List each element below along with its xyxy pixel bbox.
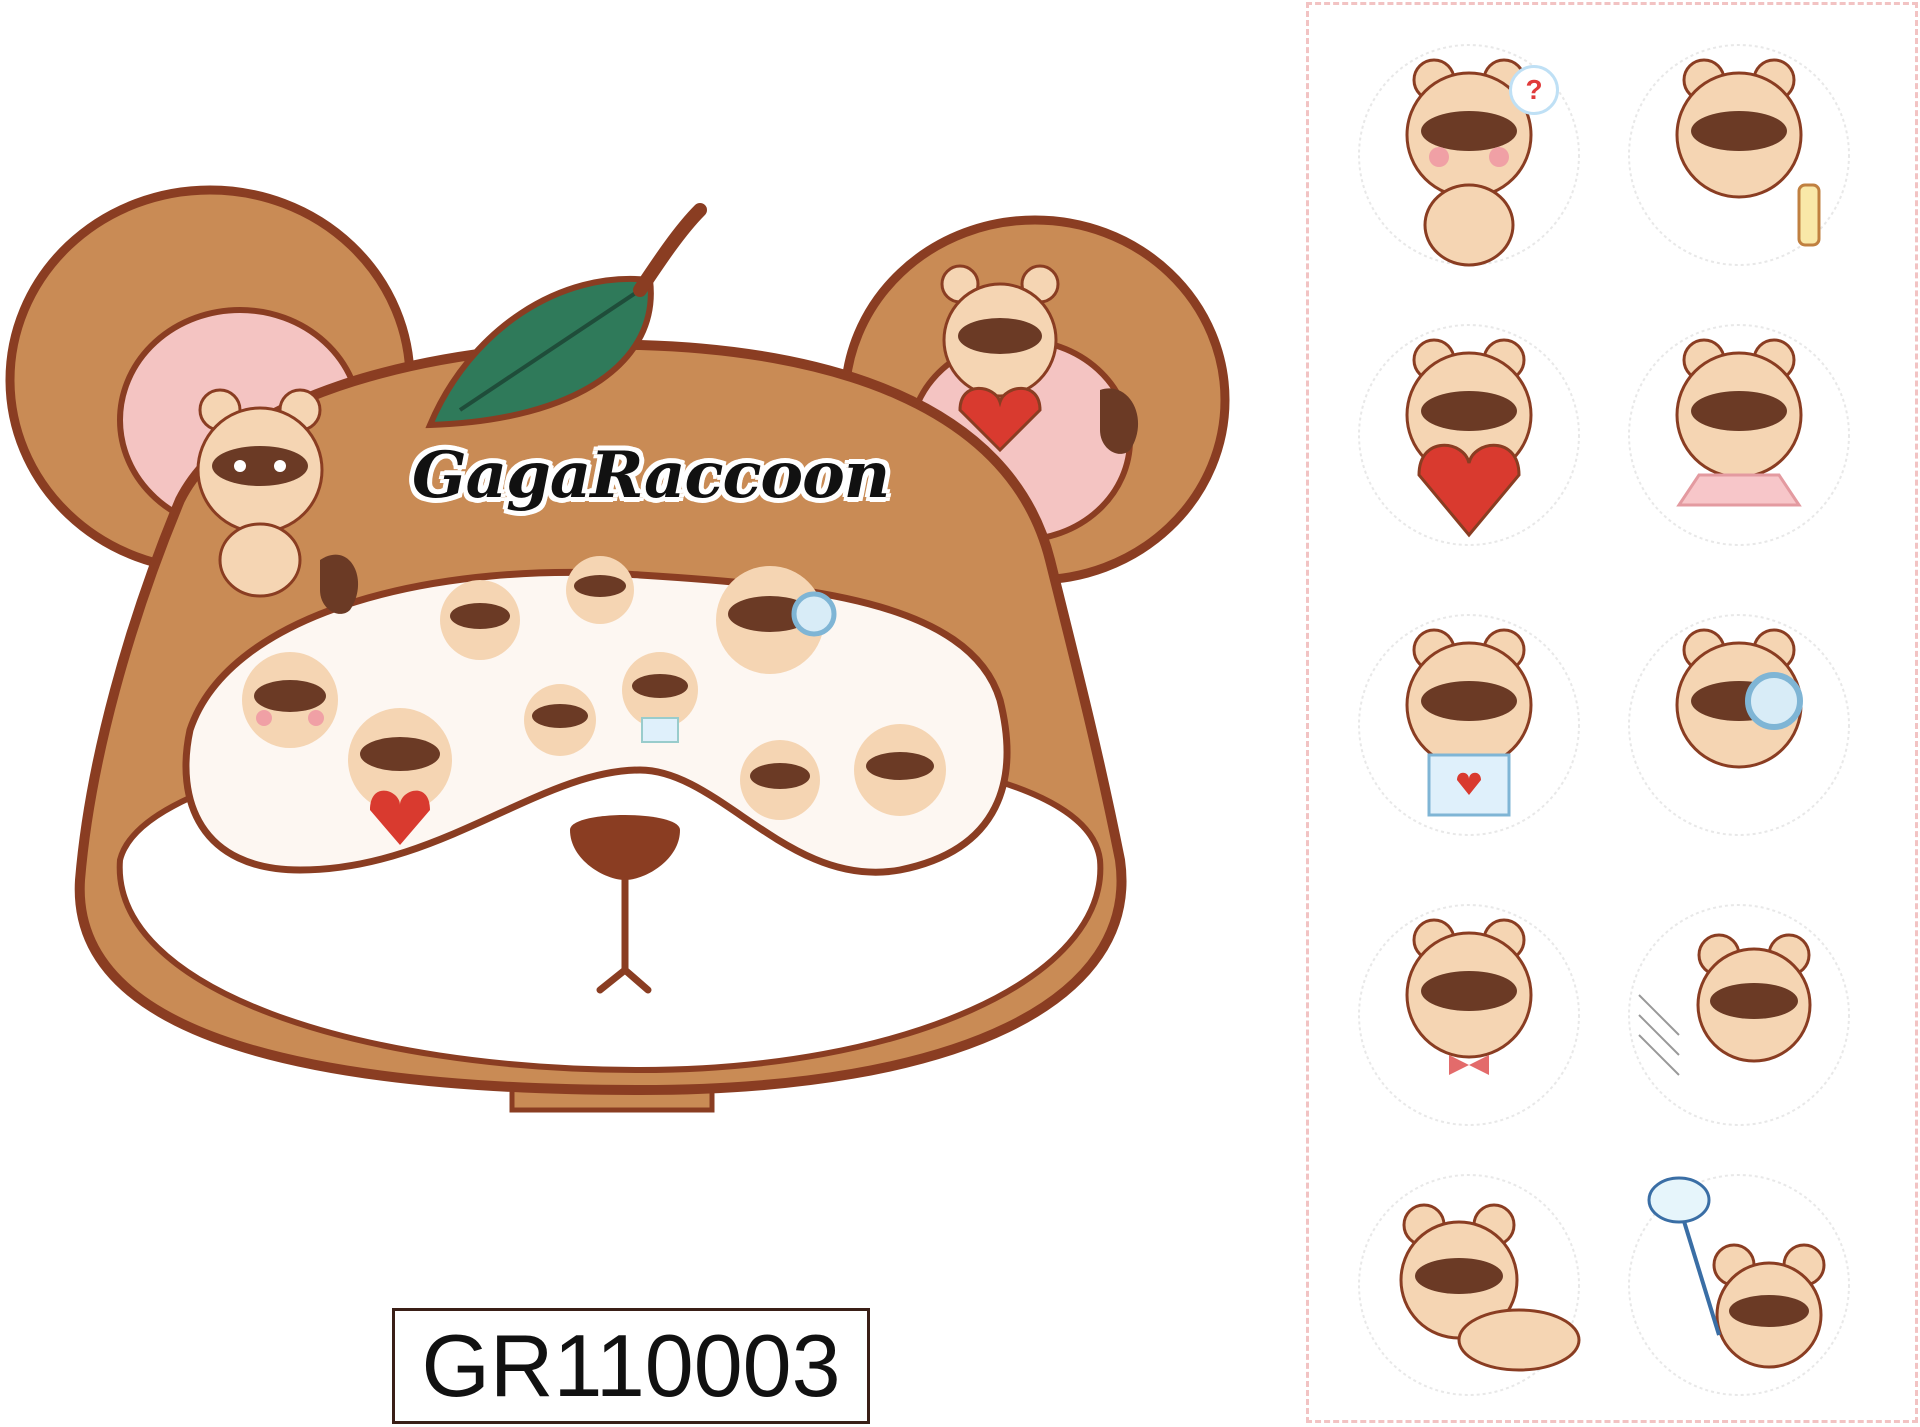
brand-logo: GagaRaccoon — [412, 438, 890, 513]
sticker-collage — [242, 556, 946, 845]
sticker-winking-bow — [1349, 895, 1589, 1135]
leaf — [425, 203, 707, 429]
sticker-lying-down — [1349, 1165, 1589, 1405]
left-raccoon-character — [196, 388, 359, 614]
sticker-holding-heart — [1349, 315, 1589, 555]
raccoon-sleep-mask-illustration — [5, 185, 1230, 1113]
question-bubble: ? — [1509, 65, 1559, 115]
sticker-butterfly-net — [1619, 1165, 1859, 1405]
product-code: GR110003 — [421, 1316, 841, 1415]
nose — [570, 815, 680, 880]
product-code-box: GR110003 — [392, 1308, 870, 1424]
mouth — [596, 876, 652, 994]
sleep-mask-display: GagaRaccoon GR110003 — [5, 185, 1230, 1424]
right-raccoon-character — [940, 264, 1139, 454]
sticker-sheet: ? — [1306, 2, 1918, 1423]
sticker-dashing — [1619, 895, 1859, 1135]
sticker-holding-letter — [1349, 605, 1589, 845]
sticker-sneaky-with-bottle — [1619, 35, 1859, 275]
sticker-confused: ? — [1349, 35, 1589, 275]
sticker-ballerina — [1619, 315, 1859, 555]
sticker-magnifying-glass — [1619, 605, 1859, 845]
